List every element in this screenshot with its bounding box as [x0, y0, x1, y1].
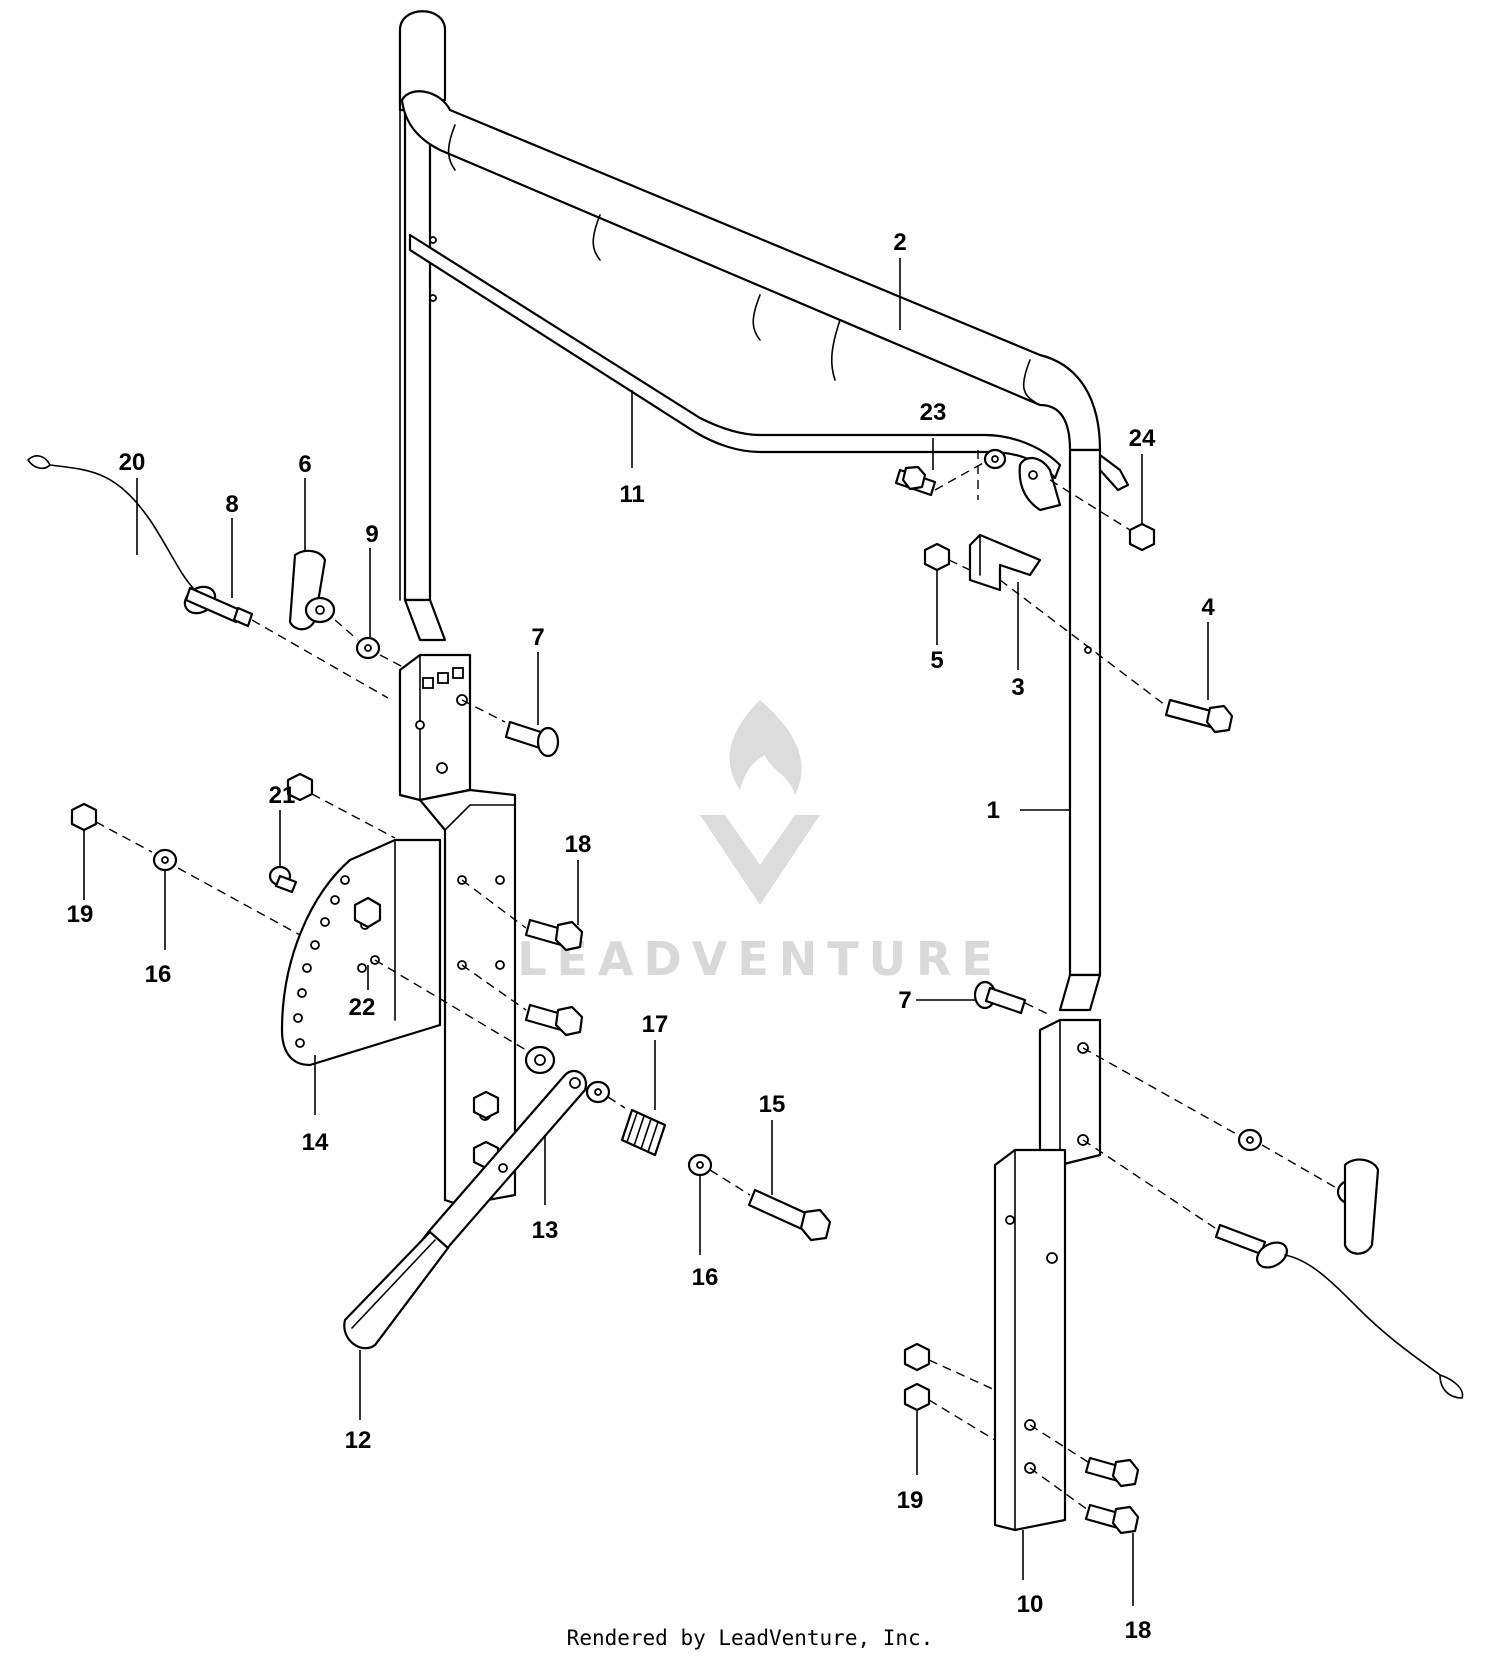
callout-24: 24: [1129, 425, 1156, 452]
nut-5: [923, 542, 951, 572]
lower-cross-bar: [408, 233, 1062, 480]
callout-18-left: 18: [565, 831, 592, 858]
height-adjust-plate: [280, 838, 442, 1067]
callout-20: 20: [119, 449, 146, 476]
callout-19-left: 19: [67, 901, 94, 928]
callout-labels: 2 11 23 24 20 6 8 9 5 3 4 7 1 21 18 19 1…: [67, 229, 1216, 1644]
bolt-23: [894, 465, 937, 497]
callout-8: 8: [225, 491, 238, 518]
callout-6: 6: [298, 451, 311, 478]
left-hitch-pin: [184, 586, 254, 628]
adjust-lever: [343, 1069, 588, 1350]
callout-11: 11: [619, 481, 644, 508]
hex-bolt-lower: [524, 1003, 584, 1037]
watermark-flame-icon: [729, 700, 802, 795]
right-lanyard: [1284, 1254, 1464, 1399]
callout-10: 10: [1017, 1591, 1044, 1618]
hex-bolt-upper: [524, 918, 584, 952]
callout-17: 17: [642, 1011, 669, 1038]
callout-1: 1: [987, 797, 1000, 824]
callout-22: 22: [349, 994, 376, 1021]
right-knob: [1336, 1158, 1380, 1255]
nut-right-upper: [903, 1342, 931, 1372]
nut-right-19: [903, 1382, 931, 1412]
clip-right: [1098, 453, 1130, 492]
callout-12: 12: [345, 1427, 372, 1454]
right-lower-bracket: [993, 1148, 1067, 1532]
callout-3: 3: [1011, 674, 1024, 701]
pivot-bracket-right: [1018, 457, 1062, 512]
left-knob: [288, 549, 336, 631]
watermark: LEADVENTURE: [517, 700, 1003, 986]
callout-13: 13: [532, 1217, 559, 1244]
callout-15: 15: [759, 1091, 786, 1118]
left-hinge-plate: [398, 598, 472, 802]
assembly-lines: [95, 450, 1341, 1511]
callout-9: 9: [365, 521, 378, 548]
carriage-bolt-left: [504, 720, 560, 758]
callout-19-right: 19: [897, 1487, 924, 1514]
spring-17: [620, 1108, 667, 1157]
hex-bolt-right-upper: [1084, 1456, 1140, 1488]
bolt-4: [1164, 698, 1234, 734]
watermark-v-icon: [700, 815, 820, 905]
callout-7-top: 7: [531, 624, 544, 651]
nut-left-19: [70, 802, 98, 832]
footer-credit: Rendered by LeadVenture, Inc.: [566, 1626, 934, 1650]
right-upright-tube: [1058, 448, 1102, 1012]
callout-5: 5: [930, 647, 943, 674]
hex-bolt-right-lower: [1084, 1503, 1140, 1535]
cable-guide-3: [968, 533, 1042, 592]
callout-16-left: 16: [145, 961, 172, 988]
callout-21: 21: [269, 782, 296, 809]
rivet-21: [268, 865, 298, 894]
bracket-rivets: [472, 1090, 500, 1170]
callout-14: 14: [302, 1129, 329, 1156]
callout-18-right: 18: [1125, 1617, 1152, 1644]
callout-23: 23: [920, 399, 947, 426]
leader-lines: [83, 258, 1209, 1606]
nut-24: [1128, 522, 1156, 552]
pivot-bolt-15: [747, 1188, 832, 1242]
carriage-bolt-right: [973, 980, 1027, 1015]
right-hitch-pin: [1214, 1223, 1289, 1269]
callout-7-right: 7: [898, 987, 911, 1014]
handle-bar: [400, 90, 1102, 452]
callout-4: 4: [1201, 594, 1215, 621]
callout-16-right: 16: [692, 1264, 719, 1291]
watermark-text: LEADVENTURE: [517, 932, 1003, 986]
callout-2: 2: [893, 229, 906, 256]
right-hinge-plate: [1038, 1018, 1102, 1167]
